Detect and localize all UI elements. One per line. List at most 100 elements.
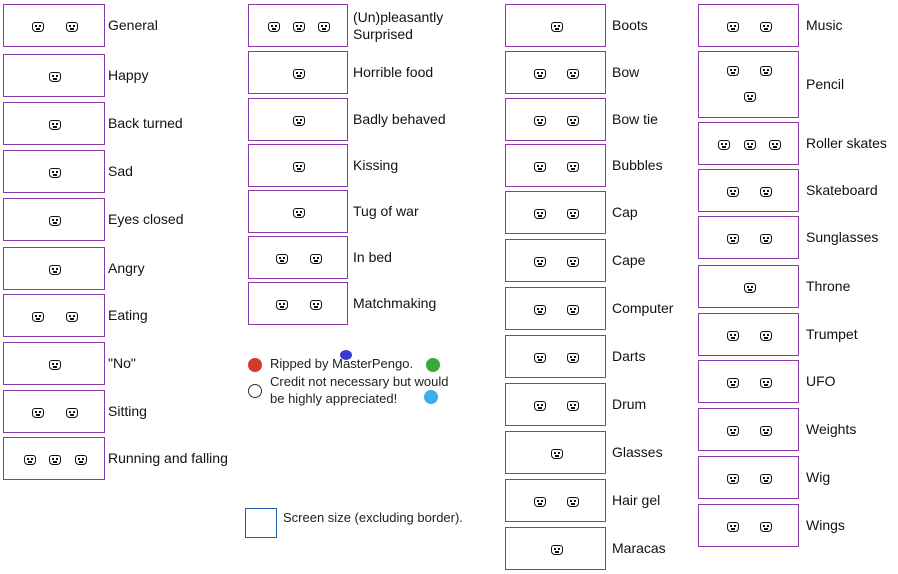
sprite-frame-box xyxy=(698,51,799,118)
animation-label: In bed xyxy=(353,249,392,265)
tama-pencil-3-sprite-icon xyxy=(741,90,759,104)
animation-label: Sitting xyxy=(108,403,147,419)
tama-surprised-1-sprite-icon xyxy=(265,20,283,34)
animation-label: Pencil xyxy=(806,76,845,92)
sprite-frame-box xyxy=(505,383,606,426)
sprite-frame-box xyxy=(505,479,606,522)
tama-bowtie-1-sprite-icon xyxy=(531,114,549,128)
tama-mini-icon xyxy=(248,384,262,398)
sprite-frame-box xyxy=(698,408,799,451)
sprite-frame-box xyxy=(3,390,105,433)
tama-wig-2-sprite-icon xyxy=(757,472,775,486)
tama-drum-1-sprite-icon xyxy=(531,399,549,413)
screen-size-label: Screen size (excluding border). xyxy=(283,510,463,525)
tama-cap-2-sprite-icon xyxy=(564,207,582,221)
sprite-frame-box xyxy=(698,313,799,356)
animation-label: Sunglasses xyxy=(806,229,879,245)
tama-weights-1-sprite-icon xyxy=(724,424,742,438)
animation-label: Wig xyxy=(806,469,831,485)
animation-label: Bubbles xyxy=(612,157,663,173)
tama-weights-2-sprite-icon xyxy=(757,424,775,438)
tama-run-1-sprite-icon xyxy=(21,453,39,467)
tama-bed-2-sprite-icon xyxy=(307,252,325,266)
sprite-frame-box xyxy=(3,150,105,193)
tama-pencil-1-sprite-icon xyxy=(724,64,742,78)
tama-ufo-1-sprite-icon xyxy=(724,376,742,390)
tama-kissing-sprite-icon xyxy=(290,160,308,174)
animation-label: Drum xyxy=(612,396,647,412)
tama-eyes-closed-sprite-icon xyxy=(46,214,64,228)
tama-skates-1-sprite-icon xyxy=(715,138,733,152)
animation-label: UFO xyxy=(806,373,836,389)
credit-line-2: Credit not necessary but would xyxy=(270,374,449,389)
tama-trumpet-1-sprite-icon xyxy=(724,329,742,343)
sprite-frame-box xyxy=(3,342,105,385)
tama-general-2-sprite-icon xyxy=(63,20,81,34)
tama-happy-sprite-icon xyxy=(46,70,64,84)
animation-label: Music xyxy=(806,17,843,33)
sprite-frame-box xyxy=(3,102,105,145)
tama-bubbles-1-sprite-icon xyxy=(531,160,549,174)
tama-computer-2-sprite-icon xyxy=(564,303,582,317)
sprite-frame-box xyxy=(505,51,606,94)
tama-fall-sprite-icon xyxy=(72,453,90,467)
blue-ghost-icon xyxy=(340,350,352,360)
animation-label: Badly behaved xyxy=(353,111,446,127)
animation-label: Glasses xyxy=(612,444,663,460)
sprite-frame-box xyxy=(505,144,606,187)
sprite-frame-box xyxy=(698,360,799,403)
animation-label: Happy xyxy=(108,67,149,83)
animation-label: Bow tie xyxy=(612,111,658,127)
animation-label: Trumpet xyxy=(806,326,858,342)
tama-music-1-sprite-icon xyxy=(724,20,742,34)
tama-general-1-sprite-icon xyxy=(29,20,47,34)
sprite-frame-box xyxy=(3,54,105,97)
tama-bed-1-sprite-icon xyxy=(273,252,291,266)
tama-boots-sprite-icon xyxy=(548,20,566,34)
animation-label: Eating xyxy=(108,307,148,323)
animation-label: General xyxy=(108,17,158,33)
sprite-frame-box xyxy=(698,122,799,165)
tama-surprised-3-sprite-icon xyxy=(315,20,333,34)
sprite-frame-box xyxy=(248,236,348,279)
tama-horrible-food-sprite-icon xyxy=(290,67,308,81)
animation-label: Computer xyxy=(612,300,674,316)
tama-match-1-sprite-icon xyxy=(273,298,291,312)
animation-label: Back turned xyxy=(108,115,183,131)
credit-line-1: Ripped by MasterPengo. xyxy=(270,356,414,371)
sprite-frame-box xyxy=(698,169,799,212)
tama-bow-2-sprite-icon xyxy=(564,67,582,81)
sprite-frame-box xyxy=(698,4,799,47)
sprite-frame-box xyxy=(3,294,105,337)
sprite-frame-box xyxy=(698,456,799,499)
animation-label: Horrible food xyxy=(353,64,434,80)
tama-sitting-2-sprite-icon xyxy=(63,406,81,420)
tama-maracas-sprite-icon xyxy=(548,543,566,557)
tama-skates-2-sprite-icon xyxy=(741,138,759,152)
tama-skates-3-sprite-icon xyxy=(766,138,784,152)
tama-sunglasses-1-sprite-icon xyxy=(724,232,742,246)
tama-bubbles-2-sprite-icon xyxy=(564,160,582,174)
tama-tug-of-war-sprite-icon xyxy=(290,206,308,220)
tama-sunglasses-2-sprite-icon xyxy=(757,232,775,246)
tama-glasses-sprite-icon xyxy=(548,447,566,461)
tama-cape-2-sprite-icon xyxy=(564,255,582,269)
tama-eating-2-sprite-icon xyxy=(63,310,81,324)
sprite-frame-box xyxy=(698,504,799,547)
tama-no-sprite-icon xyxy=(46,358,64,372)
sprite-frame-box xyxy=(248,51,348,94)
tama-skateboard-1-sprite-icon xyxy=(724,185,742,199)
animation-label: Cap xyxy=(612,204,638,220)
animation-label: Skateboard xyxy=(806,182,878,198)
tama-throne-sprite-icon xyxy=(741,281,759,295)
tama-wings-2-sprite-icon xyxy=(757,520,775,534)
tama-drum-2-sprite-icon xyxy=(564,399,582,413)
tama-back-sprite-icon xyxy=(46,118,64,132)
animation-label: Cape xyxy=(612,252,646,268)
animation-label: Running and falling xyxy=(108,450,228,466)
sprite-frame-box xyxy=(505,239,606,282)
animation-label: Bow xyxy=(612,64,640,80)
tama-cape-1-sprite-icon xyxy=(531,255,549,269)
tama-wings-1-sprite-icon xyxy=(724,520,742,534)
tama-surprised-2-sprite-icon xyxy=(290,20,308,34)
